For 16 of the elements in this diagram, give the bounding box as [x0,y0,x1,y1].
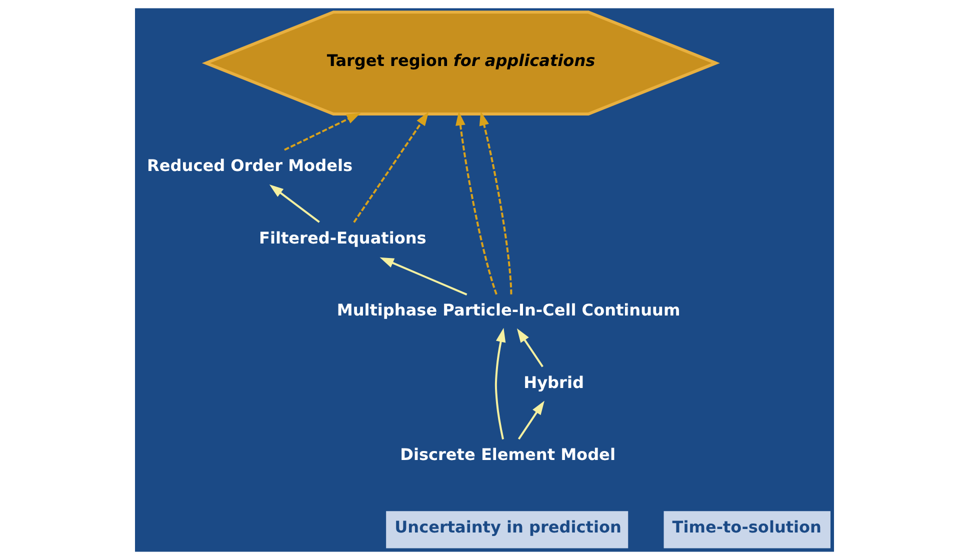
arrow [516,328,544,368]
node-text: Discrete Element Model [400,445,616,464]
node-text: Filtered-Equations [259,228,426,248]
arrow [353,112,429,223]
node-text: Hybrid [524,372,584,392]
arrow [380,257,468,296]
arrow [269,184,320,223]
arrow [494,328,506,440]
node-text: Reduced Order Models [147,156,353,175]
label: Uncertainty in prediction [394,518,622,537]
node-text: Multiphase Particle-In-Cell Continuum [336,300,680,320]
label: Time-to-solution [672,518,822,537]
arrow [479,111,512,294]
arrow [518,400,544,440]
arrow [456,111,498,295]
arrow [284,112,361,151]
